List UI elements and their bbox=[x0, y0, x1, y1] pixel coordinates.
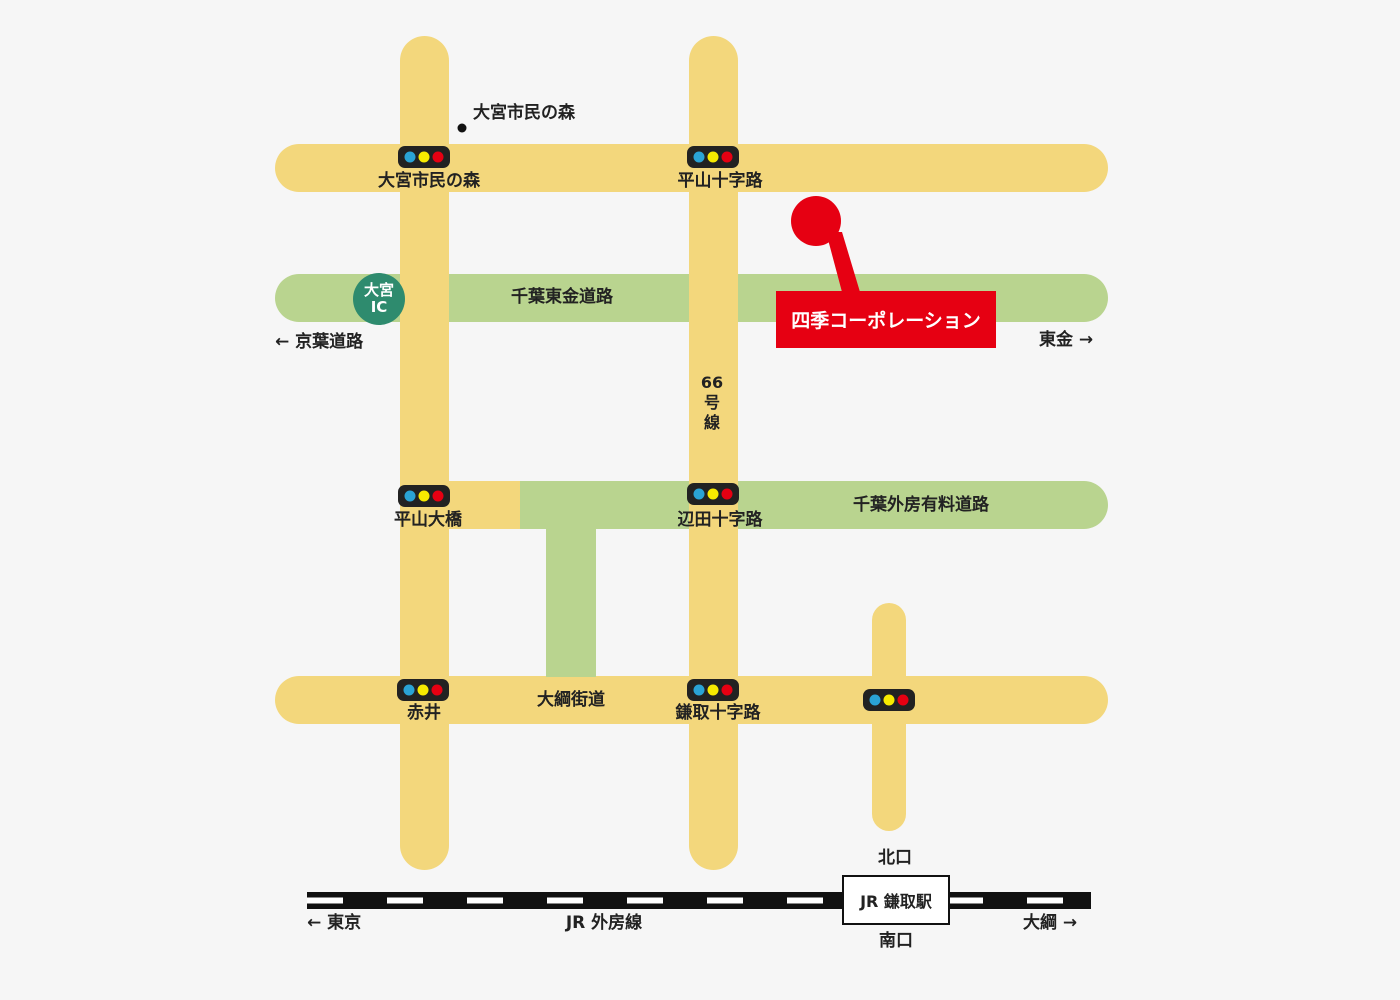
direction-togane: 東金 → bbox=[1039, 330, 1094, 350]
signal-hirayama-ohashi bbox=[398, 485, 450, 507]
signal-akai bbox=[397, 679, 449, 701]
route66-label-3: 線 bbox=[703, 413, 720, 432]
expressway-label: 千葉東金道路 bbox=[511, 287, 613, 307]
direction-keiyo: ← 京葉道路 bbox=[275, 332, 364, 352]
route66-road bbox=[689, 36, 738, 870]
direction-oami: 大綱 → bbox=[1023, 913, 1078, 933]
intersection-hirayama-juji: 平山十字路 bbox=[677, 171, 763, 191]
ic-badge bbox=[353, 273, 405, 325]
signal-station-road bbox=[863, 689, 915, 711]
destination-box bbox=[776, 291, 996, 348]
destination-pointer bbox=[826, 232, 860, 292]
intersection-henda: 辺田十字路 bbox=[677, 510, 763, 530]
kaido-label: 大綱街道 bbox=[537, 690, 605, 710]
ic-badge-label: 大宮 IC bbox=[353, 273, 405, 325]
direction-tokyo: ← 東京 bbox=[307, 913, 362, 933]
signal-kamatori bbox=[687, 679, 739, 701]
signal-hirayama-juji bbox=[687, 146, 739, 168]
south-exit-label: 南口 bbox=[879, 931, 913, 951]
landmark-dot bbox=[457, 123, 467, 133]
route66-label-1: 66 bbox=[700, 373, 724, 392]
railway-label: JR 外房線 bbox=[565, 913, 643, 933]
ic-line1: 大宮 bbox=[363, 281, 394, 299]
toll-road-label: 千葉外房有料道路 bbox=[853, 495, 989, 515]
landmark-label: 大宮市民の森 bbox=[473, 103, 575, 123]
intersection-hirayama-ohashi: 平山大橋 bbox=[394, 510, 462, 530]
station-box bbox=[842, 875, 950, 925]
ic-line2: IC bbox=[370, 298, 388, 316]
road-left-vertical bbox=[400, 36, 449, 870]
intersection-omiya: 大宮市民の森 bbox=[378, 171, 480, 191]
toll-road bbox=[520, 481, 1108, 529]
route66-label-2: 号 bbox=[703, 393, 720, 412]
intersection-akai: 赤井 bbox=[407, 703, 441, 723]
route66-label: 66 号 線 bbox=[700, 373, 724, 433]
north-exit-label: 北口 bbox=[878, 848, 912, 868]
toll-road-branch bbox=[546, 528, 596, 677]
signal-henda bbox=[687, 483, 739, 505]
intersection-kamatori: 鎌取十字路 bbox=[675, 703, 761, 723]
traffic-signals bbox=[397, 146, 915, 711]
station-label: JR 鎌取駅 bbox=[860, 892, 932, 911]
destination-pin bbox=[791, 196, 841, 246]
destination-label: 四季コーポレーション bbox=[791, 310, 981, 332]
signal-omiya bbox=[398, 146, 450, 168]
road-station-north bbox=[872, 603, 906, 831]
